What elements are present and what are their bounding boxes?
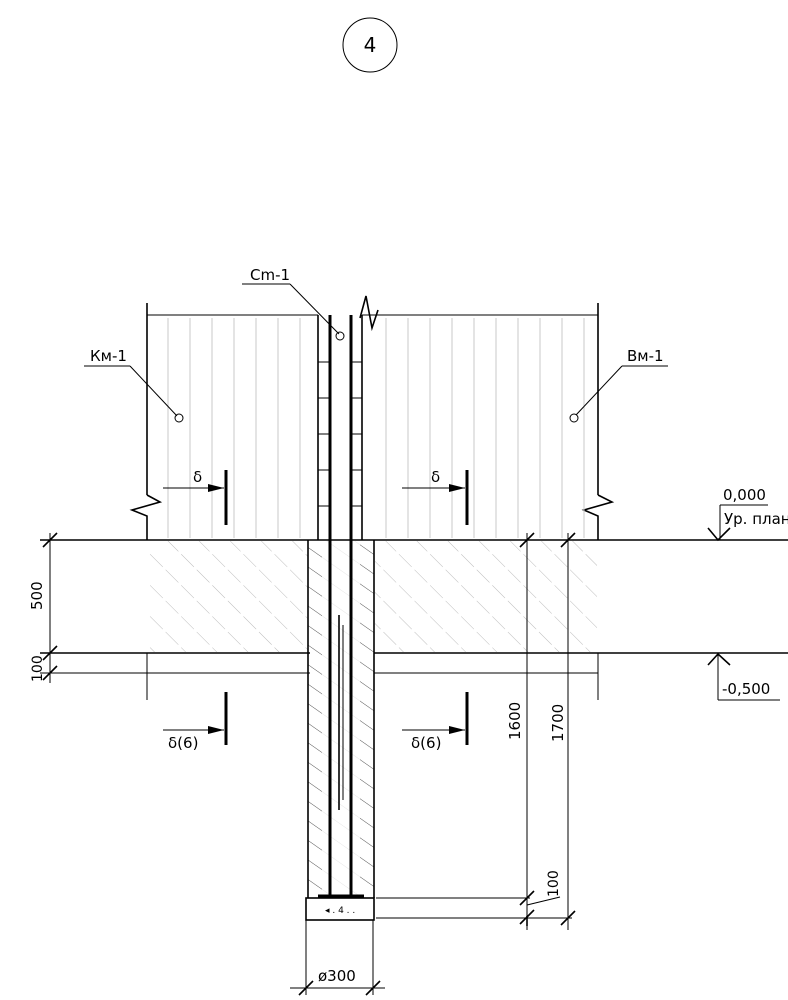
dia-tick-left [298,980,314,996]
column-break-mark [359,295,379,332]
dim-left-tick-1 [42,532,58,548]
dim-left-tick-3 [42,665,58,681]
concrete-pad [305,897,375,921]
label-left-leader [129,365,178,417]
label-column-leader [289,283,340,335]
marker-upper-left-label: δ [193,468,202,486]
label-left-dot [174,413,184,423]
marker-lower-right-arrowhead [449,726,465,734]
dim-1700-tick-top [560,532,576,548]
column-ticks [318,361,362,507]
leader-labels: Cm-1 Км-1 Вм-1 [84,266,668,423]
marker-upper-right-label: δ [431,468,440,486]
dia-tick-right [365,980,381,996]
right-break-line [581,494,615,540]
dim-100-left: 100 [30,655,46,682]
marker-upper-right-arrowhead [449,484,465,492]
soil-fill-right [375,541,597,652]
dim-left-tick-2 [42,645,58,661]
dim-100-bottom: 100 [546,870,562,897]
wall-panels [129,295,615,540]
detail-number: 4 [364,33,377,57]
concrete-dots: ◂ . 4 . . [325,906,355,916]
label-right-leader [575,365,623,416]
dim-1600: 1600 [506,702,524,740]
label-column-dot [335,331,345,341]
pile: ◂ . 4 . . [305,540,375,921]
detail-marker: 4 [342,17,398,73]
dim-diameter: ø300 [318,967,356,985]
dim-100-bottom-tick-2 [519,909,535,925]
level-bottom-value: -0,500 [722,680,770,698]
marker-lower-left-label: δ(6) [168,734,198,752]
dim-100-bottom-leader [526,896,561,906]
marker-lower-left-arrowhead [208,726,224,734]
soil-fill-left [148,541,308,652]
dim-1600-tick-top [519,532,535,548]
marker-upper-left-arrowhead [208,484,224,492]
label-right-panel: Вм-1 [627,347,664,365]
level-top-arrow [707,527,731,542]
dimensions: 500 100 1600 1700 100 ø300 [28,532,576,996]
level-top-value: 0,000 [723,486,766,504]
column-cm1 [317,315,363,540]
level-bottom-arrow [707,652,731,666]
level-marks: 0,000 Ур. план -0,500 [707,486,788,701]
detail-circle [342,17,398,73]
thickness-markers: δ δ δ(6) δ(6) [163,468,469,752]
label-column: Cm-1 [250,266,290,284]
dim-1700: 1700 [549,704,567,742]
dim-500: 500 [28,581,46,610]
panel-texture-lines [167,318,585,538]
pile-core [322,541,360,896]
level-top-caption: Ур. план [724,510,788,528]
label-right-dot [569,413,579,423]
left-break-line [129,494,163,540]
marker-lower-right-label: δ(6) [411,734,441,752]
label-left-panel: Км-1 [90,347,127,365]
